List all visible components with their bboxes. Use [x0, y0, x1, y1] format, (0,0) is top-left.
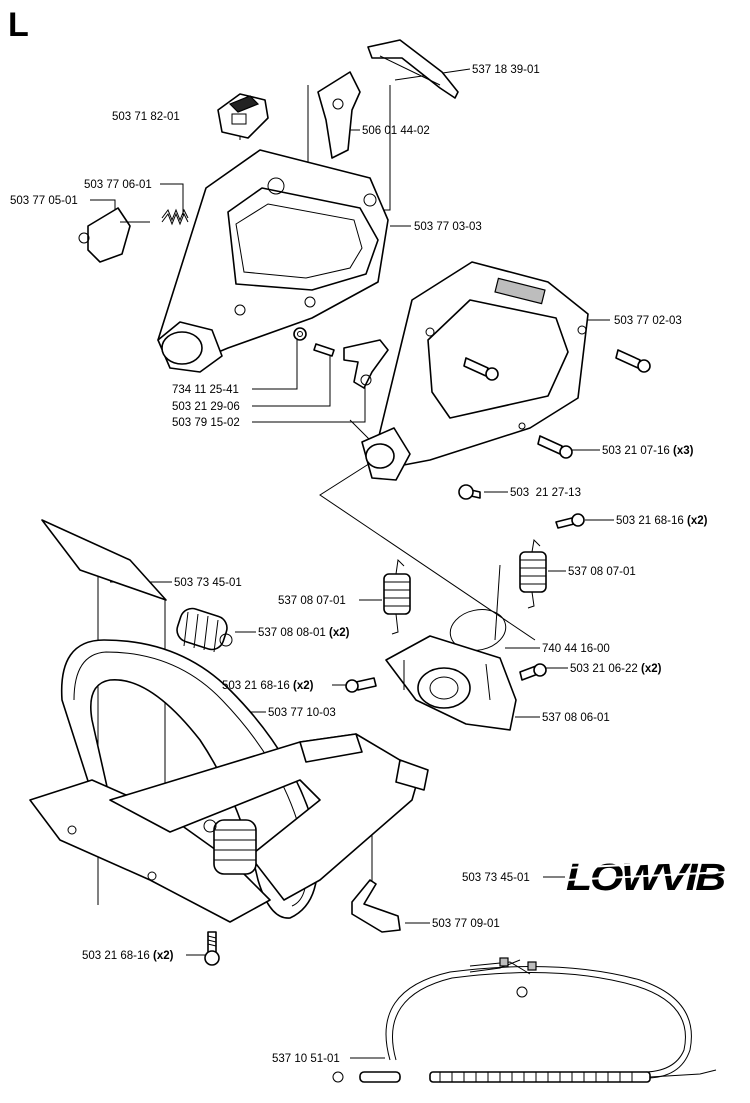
lower-spring	[203, 819, 257, 875]
part-label: 537 08 07-01	[568, 566, 636, 578]
lock-part-503-77-05-01	[78, 207, 150, 263]
bottom-screw	[204, 931, 220, 966]
part-label: 503 77 02-03	[614, 315, 682, 327]
part-label: 537 08 06-01	[542, 712, 610, 724]
part-label: 503 77 09-01	[432, 918, 500, 930]
lowvib-logo: LOWVIB	[565, 856, 728, 899]
cover-screws	[458, 349, 651, 529]
part-label: 503 77 05-01	[10, 195, 78, 207]
dampener-block-537-08-06-01	[385, 635, 517, 731]
part-label: 537 10 51-01	[272, 1053, 340, 1065]
part-label: 503 21 29-06	[172, 401, 240, 413]
part-label: 503 73 45-01	[174, 577, 242, 589]
part-label: 503 73 45-01	[462, 872, 530, 884]
part-label: 503 21 68-16 (x2)	[82, 950, 174, 962]
handle-housing-part-503-77-03-03	[157, 149, 389, 373]
dampener-screws	[345, 663, 547, 693]
part-label: 503 21 06-22 (x2)	[570, 663, 662, 675]
cable-537-10-51-01	[332, 957, 717, 1083]
part-label: 537 08 08-01 (x2)	[258, 627, 350, 639]
page-letter: L	[8, 6, 29, 44]
springs-537-08-07-01	[383, 538, 547, 635]
part-labels: 537 18 39-01 503 71 82-01 506 01 44-02 5…	[10, 64, 708, 1065]
part-label: 503 79 15-02	[172, 417, 240, 429]
part-label: 503 21 68-16 (x2)	[222, 680, 314, 692]
part-label: 506 01 44-02	[362, 125, 430, 137]
part-label: 537 18 39-01	[472, 64, 540, 76]
cover-part-503-77-02-03	[361, 261, 589, 481]
part-label: 503 21 68-16 (x2)	[616, 515, 708, 527]
part-label: 503 77 10-03	[268, 707, 336, 719]
part-label: 734 11 25-41	[172, 384, 239, 396]
trigger-part-506-01-44-02	[317, 71, 361, 159]
part-label: 740 44 16-00	[542, 643, 610, 655]
part-label: 503 21 07-16 (x3)	[602, 445, 694, 457]
part-label: 503 21 27-13	[510, 487, 584, 499]
decal-sheet-part-503-73-45-01	[41, 519, 167, 601]
part-label: 503 77 06-01	[84, 179, 152, 191]
switch-part-503-71-82-01	[217, 93, 269, 139]
part-label: 503 77 03-03	[414, 221, 482, 233]
small-fasteners-group	[293, 327, 389, 389]
spring-537-08-08-01	[176, 607, 233, 653]
spring-part-503-77-06-01	[161, 208, 189, 226]
clip-503-77-09-01	[351, 879, 401, 933]
clip-part-537-18-39-01	[367, 39, 459, 99]
part-label: 537 08 07-01	[278, 595, 346, 607]
oring-740-44-16-00	[449, 609, 507, 651]
part-label: 503 71 82-01	[112, 111, 180, 123]
base-bracket	[109, 733, 429, 901]
